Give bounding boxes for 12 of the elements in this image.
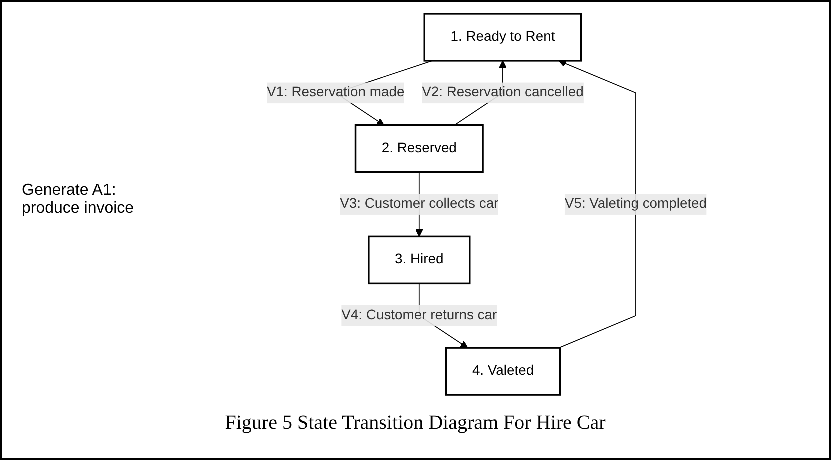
arrow <box>558 60 636 348</box>
node-box: 2. Reserved <box>354 124 484 174</box>
edge-label: V5: Valeting completed <box>564 196 708 212</box>
node-box: 1. Ready to Rent <box>424 13 582 62</box>
edge-label: V1: Reservation made <box>266 85 405 100</box>
edge-label: V2: Reservation cancelled <box>422 85 584 100</box>
action-note: Generate A1: produce invoice <box>22 182 136 218</box>
figure-caption: Figure 5 State Transition Diagram For Hire Car <box>225 412 606 435</box>
node-box: 3. Hired <box>368 236 471 285</box>
edge-label: V4: Customer returns car <box>342 308 498 323</box>
edge-label: V3: Customer collects car <box>340 196 499 212</box>
node-box: 4. Valeted <box>445 347 562 396</box>
